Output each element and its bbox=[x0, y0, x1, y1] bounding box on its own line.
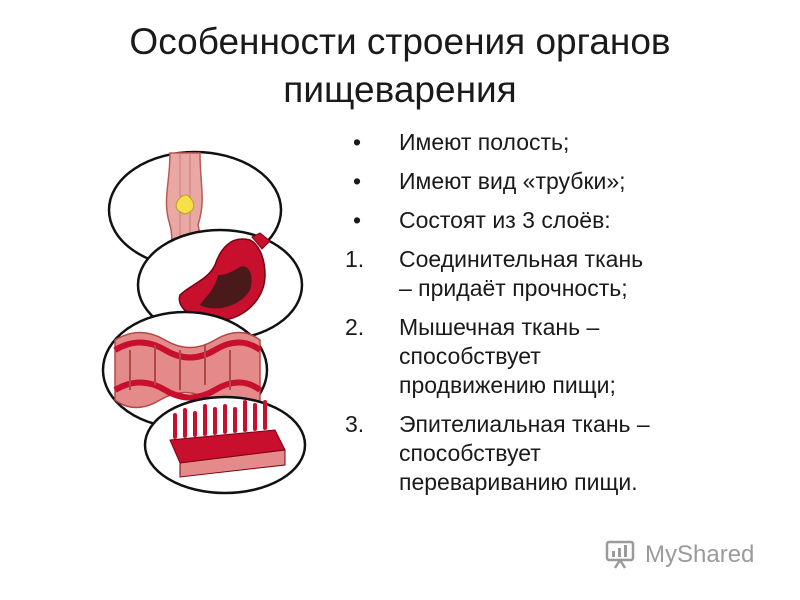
epithelium-villi-illustration bbox=[143, 395, 307, 495]
number-mark: 2. bbox=[345, 314, 365, 340]
numbered-text-line: продвижению пищи; bbox=[399, 372, 616, 398]
number-mark: 1. bbox=[345, 246, 365, 272]
bullet-item: • Имеют полость; bbox=[345, 128, 785, 157]
digestive-organs-illustration bbox=[101, 150, 307, 495]
numbered-item: 3. Эпителиальная ткань – способствует пе… bbox=[345, 410, 785, 497]
numbered-text-line: способствует bbox=[399, 343, 541, 369]
numbered-text-line: способствует bbox=[399, 440, 541, 466]
myshared-watermark: MyShared bbox=[605, 535, 775, 575]
slide-title-line-1: Особенности строения органов bbox=[129, 21, 671, 62]
numbered-text-line: Соединительная ткань bbox=[399, 246, 644, 272]
bullet-text: Имеют вид «трубки»; bbox=[399, 168, 626, 194]
numbered-text-line: Эпителиальная ткань – bbox=[399, 411, 650, 437]
watermark-text: MyShared bbox=[645, 541, 755, 568]
numbered-text-line: – придаёт прочность; bbox=[399, 275, 628, 301]
myshared-logo-icon bbox=[605, 540, 635, 569]
numbered-item: 2. Мышечная ткань – способствует продвиж… bbox=[345, 313, 785, 400]
content-list: • Имеют полость; • Имеют вид «трубки»; •… bbox=[345, 128, 785, 507]
bullet-text: Состоят из 3 слоёв: bbox=[399, 207, 611, 233]
numbered-text-line: перевариванию пищи. bbox=[399, 469, 638, 495]
bullet-mark: • bbox=[353, 129, 362, 155]
bullet-item: • Имеют вид «трубки»; bbox=[345, 167, 785, 196]
bullet-mark: • bbox=[353, 207, 362, 233]
slide-title-line-2: пищеварения bbox=[283, 69, 517, 110]
bullet-text: Имеют полость; bbox=[399, 129, 570, 155]
bullet-item: • Состоят из 3 слоёв: bbox=[345, 206, 785, 235]
numbered-item: 1. Соединительная ткань – придаёт прочно… bbox=[345, 245, 785, 303]
number-mark: 3. bbox=[345, 411, 365, 437]
numbered-text-line: Мышечная ткань – bbox=[399, 314, 600, 340]
slide-title: Особенности строения органов пищеварения bbox=[40, 18, 760, 114]
bullet-mark: • bbox=[353, 168, 362, 194]
